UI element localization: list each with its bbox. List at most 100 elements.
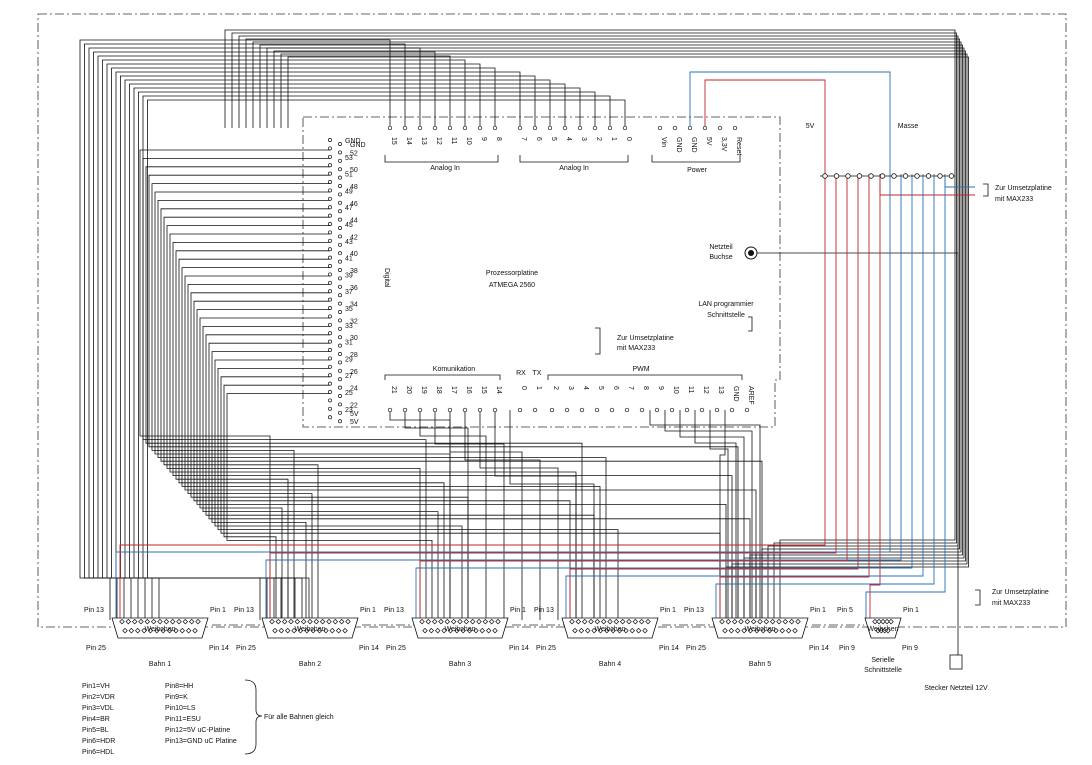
wires-red xyxy=(119,79,975,620)
pwm-pin-label: 12 xyxy=(702,386,709,394)
digital-pin xyxy=(338,242,342,247)
digital-pin xyxy=(328,306,332,310)
komm-pin-label: 18 xyxy=(435,386,442,394)
header-brackets xyxy=(384,155,743,380)
digital-pin xyxy=(338,158,342,163)
connector-4-top-right: Pin 1 xyxy=(660,607,676,614)
digital-pin xyxy=(338,192,342,197)
digital-pin xyxy=(328,280,332,285)
digital-pin-label: 36 xyxy=(350,285,358,292)
legend-col1-item: Pin6=HDL xyxy=(82,749,114,756)
connector-3-bottom-left: Pin 25 xyxy=(386,645,406,652)
digital-pin-label: 40 xyxy=(350,251,358,258)
digital-pin xyxy=(328,398,332,403)
komm-pin-label: 20 xyxy=(405,386,412,394)
connector-1-bottom-right: Pin 14 xyxy=(209,645,229,652)
legend-col1-item: Pin2=VDR xyxy=(82,694,115,701)
digital-pin-label: 35 xyxy=(345,306,353,313)
komm-pin-label: 16 xyxy=(465,386,472,394)
connector-3-bottom-right: Pin 14 xyxy=(509,645,529,652)
analog-left-pin-label: 10 xyxy=(465,137,472,145)
pwm-pin-label: 8 xyxy=(642,386,649,390)
analog-left-pin-label: 8 xyxy=(495,137,502,141)
analog-left-pin-label: 14 xyxy=(405,137,412,145)
legend-col1-item: Pin3=VDL xyxy=(82,705,114,712)
digital-pin xyxy=(328,348,332,352)
digital-pin xyxy=(338,234,342,239)
digital-pin xyxy=(338,200,342,205)
pwm-pin-label: 5 xyxy=(597,386,604,390)
bus-junction xyxy=(868,173,874,179)
power-pin xyxy=(657,125,663,131)
pwm-pin xyxy=(729,407,735,413)
digital-pin xyxy=(328,205,332,210)
pwm-pin xyxy=(744,407,750,413)
analog-left-pin xyxy=(447,125,453,131)
digital-pin-label: 49 xyxy=(345,188,353,195)
pwm-pin-label: GND xyxy=(732,386,739,402)
digital-pin xyxy=(328,222,332,226)
digital-pin xyxy=(338,293,342,298)
bus-junction xyxy=(925,173,932,179)
bus-junction xyxy=(845,173,851,179)
pwm-label: PWM xyxy=(632,366,649,373)
pwm-pin xyxy=(594,407,600,413)
analog-right-pin xyxy=(532,125,538,131)
wires-blue xyxy=(115,71,975,620)
digital-pin xyxy=(338,142,342,146)
legend-note: Für alle Bahnen gleich xyxy=(264,714,334,721)
bus-junction xyxy=(914,173,920,179)
pwm-pin xyxy=(714,407,720,413)
analog-right-pin-label: 6 xyxy=(535,137,542,141)
digital-pin xyxy=(328,297,332,302)
digital-pin xyxy=(338,368,342,373)
digital-pin-label: 31 xyxy=(345,340,353,347)
bus-junction xyxy=(902,173,909,179)
analog-right-pin-label: 0 xyxy=(625,137,632,141)
pwm-pin xyxy=(579,407,585,413)
analog-left-pin xyxy=(432,125,438,131)
power-plug-icon xyxy=(949,654,963,670)
digital-pin xyxy=(338,301,342,306)
bus-junction xyxy=(879,173,886,179)
komm-label: Komunikation xyxy=(433,366,476,373)
analog-label-left: Analog In xyxy=(430,165,460,172)
analog-left-pin-label: 13 xyxy=(420,137,427,145)
bus-junction xyxy=(891,173,897,179)
connector-4-bottom-right: Pin 14 xyxy=(659,645,679,652)
analog-right-pin-label: 5 xyxy=(550,137,557,141)
serial-connector-top-left: Pin 5 xyxy=(837,607,853,614)
analog-right-pin xyxy=(562,125,568,131)
digital-pin-label: 47 xyxy=(345,205,353,212)
digital-pin xyxy=(338,310,342,314)
digital-pin-label: 34 xyxy=(350,302,358,309)
bus-junction xyxy=(833,173,840,179)
komm-pin xyxy=(417,407,423,413)
digital-pin xyxy=(338,268,342,272)
pwm-pin xyxy=(609,407,615,413)
connector-5-bottom-left: Pin 25 xyxy=(686,645,706,652)
bus-junction xyxy=(856,173,863,179)
board-title-2: ATMEGA 2560 xyxy=(489,282,535,289)
connector-5-bahn: Bahn 5 xyxy=(749,661,771,668)
pwm-pin xyxy=(684,407,690,413)
digital-pin xyxy=(328,364,332,369)
digital-label: Digital xyxy=(383,268,390,288)
power-pin xyxy=(702,125,708,131)
power-pin xyxy=(672,125,678,131)
digital-pin xyxy=(338,419,342,424)
komm-pin-label: 14 xyxy=(495,386,502,394)
digital-pin-label: 44 xyxy=(350,218,358,225)
legend-brace xyxy=(244,679,263,755)
digital-pin xyxy=(328,188,332,193)
pwm-pin xyxy=(549,407,555,413)
analog-left-pin-label: 15 xyxy=(390,137,397,145)
power-pin xyxy=(687,125,693,131)
analog-right-pin-label: 2 xyxy=(595,137,602,141)
komm-pin-label: 15 xyxy=(480,386,487,394)
pwm-pin xyxy=(624,407,630,413)
digital-pin xyxy=(328,356,332,361)
digital-pin-label: 50 xyxy=(350,167,358,174)
